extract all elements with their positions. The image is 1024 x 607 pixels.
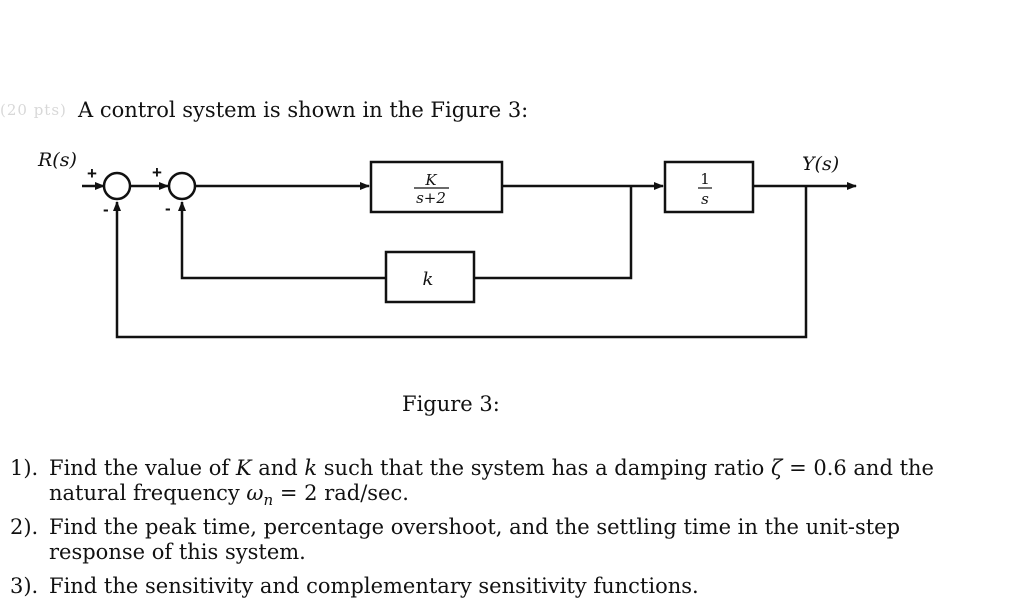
outer-feedback-loop (113, 186, 808, 339)
problem-intro: A control system is shown in the Figure … (78, 98, 529, 122)
faint-point-tag: (20 pts) (0, 101, 67, 119)
question-1-text: Find the value of K and k such that the … (49, 456, 934, 510)
figure-caption: Figure 3: (402, 392, 500, 416)
inner-feedback-right (474, 186, 633, 280)
question-3: 3). Find the sensitivity and complementa… (10, 574, 1000, 599)
integrator-block (663, 160, 755, 214)
inner-feedback-left (178, 201, 386, 280)
feedback-gain-block (384, 250, 476, 304)
summing-junction-2 (167, 171, 197, 201)
question-2-number: 2). (10, 515, 39, 539)
question-1-number: 1). (10, 456, 39, 480)
plant-denominator: s+2 (416, 189, 446, 207)
block-diagram: R(s) Y(s) + - + - K s+2 1 s k (37, 149, 857, 339)
question-2: 2). Find the peak time, percentage overs… (10, 515, 1000, 565)
sum1-plus-sign: + (87, 164, 97, 183)
plant-numerator: K (424, 171, 437, 189)
question-3-number: 3). (10, 574, 39, 598)
output-label: Y(s) (802, 153, 839, 175)
plant-block (369, 160, 504, 214)
question-3-text: Find the sensitivity and complementary s… (49, 574, 699, 598)
question-1: 1). Find the value of K and k such that … (10, 456, 1000, 513)
feedback-gain-label: k (423, 269, 434, 290)
input-label: R(s) (37, 149, 77, 171)
summing-junction-1 (102, 171, 132, 201)
sum2-minus-sign: - (165, 199, 171, 218)
integrator-numerator: 1 (700, 170, 710, 188)
integrator-denominator: s (701, 190, 709, 208)
sum2-plus-sign: + (152, 163, 162, 182)
question-2-text: Find the peak time, percentage overshoot… (49, 515, 901, 564)
sum1-minus-sign: - (103, 200, 109, 219)
